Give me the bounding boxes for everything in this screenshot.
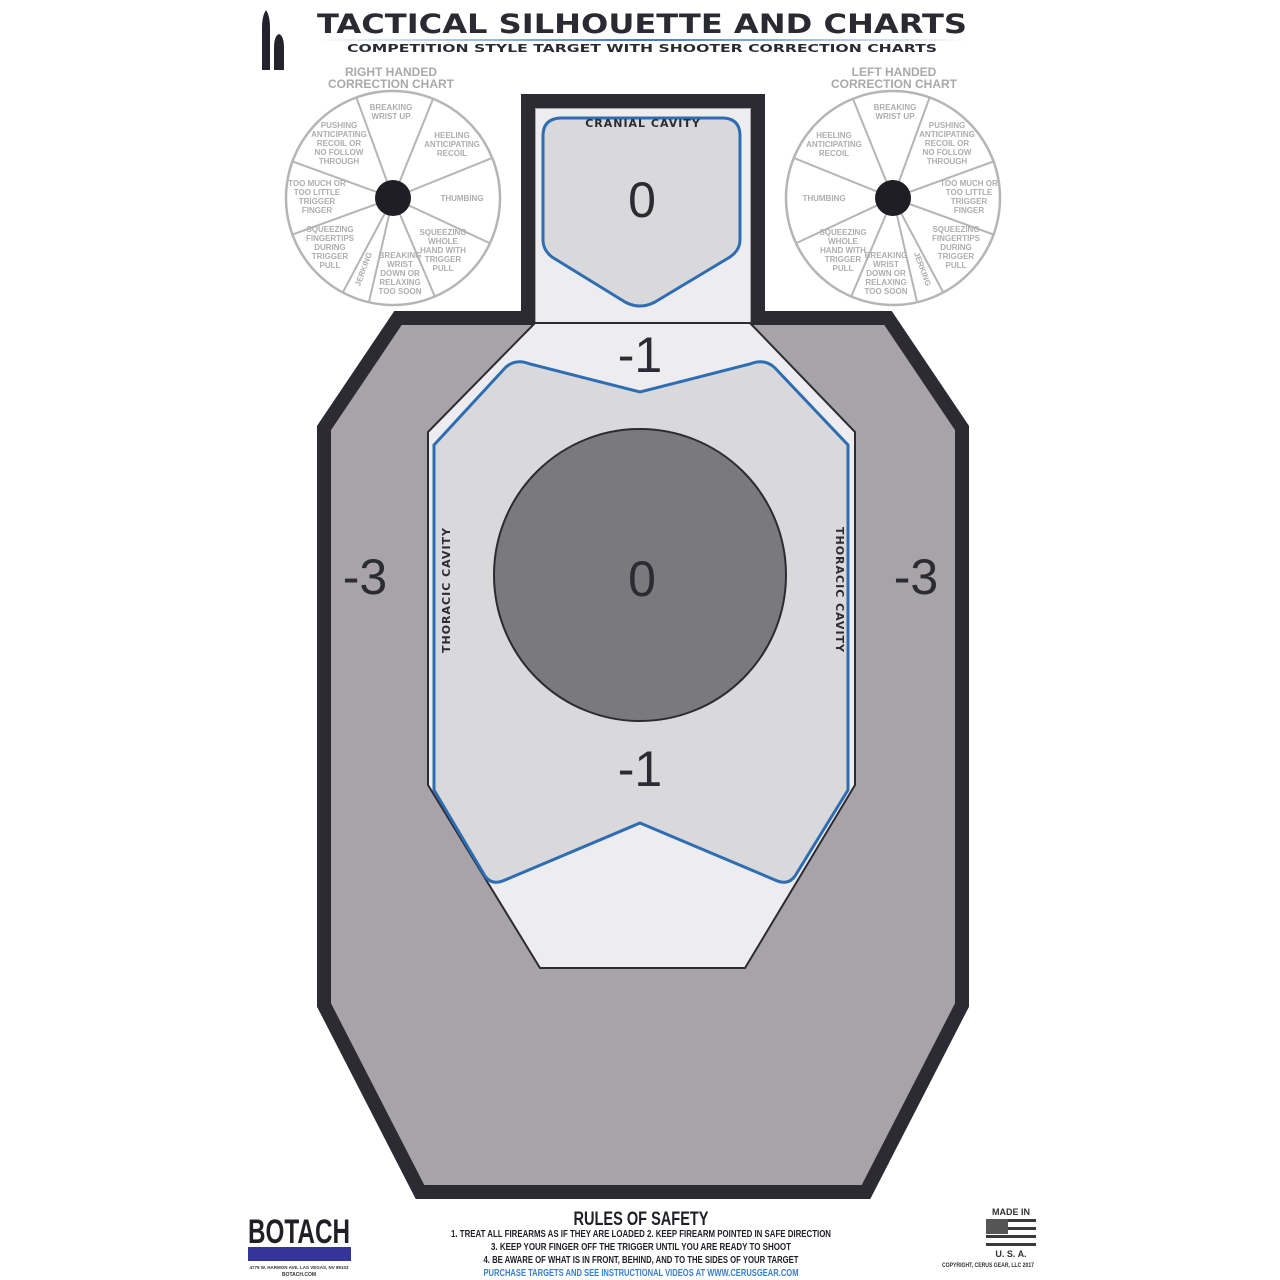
- rule-line-1: 1. TREAT ALL FIREARMS AS IF THEY ARE LOA…: [451, 1228, 831, 1240]
- cranial-cavity-label: CRANIAL CAVITY: [585, 117, 701, 130]
- center-score: 0: [628, 551, 656, 607]
- us-flag-icon: [986, 1219, 1036, 1246]
- made-in-label: MADE IN: [992, 1207, 1030, 1217]
- head-score: 0: [628, 172, 656, 228]
- copyright: COPYRIGHT, CERUS GEAR, LLC 2017: [942, 1262, 1034, 1269]
- upper-chest-score: -1: [618, 327, 662, 383]
- left-chart-wheel-center: [875, 180, 911, 216]
- center-zone: [493, 428, 787, 722]
- cerusgear-link[interactable]: PURCHASE TARGETS AND SEE INSTRUCTIONAL V…: [484, 1267, 799, 1279]
- thoracic-cavity-label-right: THORACIC CAVITY: [833, 527, 846, 653]
- botach-site: BOTACH.COM: [282, 1272, 316, 1278]
- rule-line-2: 3. KEEP YOUR FINGER OFF THE TRIGGER UNTI…: [491, 1241, 791, 1253]
- right-chart-title-2: CORRECTION CHART: [328, 77, 455, 91]
- right-chart-wheel-center: [375, 180, 411, 216]
- right-chart-title-1: RIGHT HANDED: [345, 65, 437, 79]
- country-label: U. S. A.: [995, 1249, 1026, 1259]
- left-chart-title-1: LEFT HANDED: [852, 65, 937, 79]
- cranial-cavity: [541, 116, 742, 308]
- left-outer-score: -3: [343, 549, 387, 605]
- rule-line-3: 4. BE AWARE OF WHAT IS IN FRONT, BEHIND,…: [484, 1254, 799, 1266]
- thoracic-cavity-label-left: THORACIC CAVITY: [440, 527, 453, 653]
- poster-title: TACTICAL SILHOUETTE AND CHARTS: [317, 9, 967, 40]
- left-chart-title-2: CORRECTION CHART: [831, 77, 958, 91]
- title-underline: [315, 39, 970, 41]
- rules-title: RULES OF SAFETY: [574, 1209, 709, 1230]
- botach-logo: BOTACH: [248, 1213, 350, 1251]
- poster-subtitle: COMPETITION STYLE TARGET WITH SHOOTER CO…: [347, 42, 937, 55]
- right-chart-segment-label: THUMBING: [440, 194, 483, 203]
- bullets-icon: [262, 10, 284, 70]
- left-chart-segment-label: THUMBING: [802, 194, 845, 203]
- lower-chest-score: -1: [618, 741, 662, 797]
- right-outer-score: -3: [894, 549, 938, 605]
- botach-address: 4775 W. HARMON AVE. LAS VEGAS, NV 89103: [249, 1265, 349, 1270]
- botach-logo-bar: [248, 1247, 351, 1261]
